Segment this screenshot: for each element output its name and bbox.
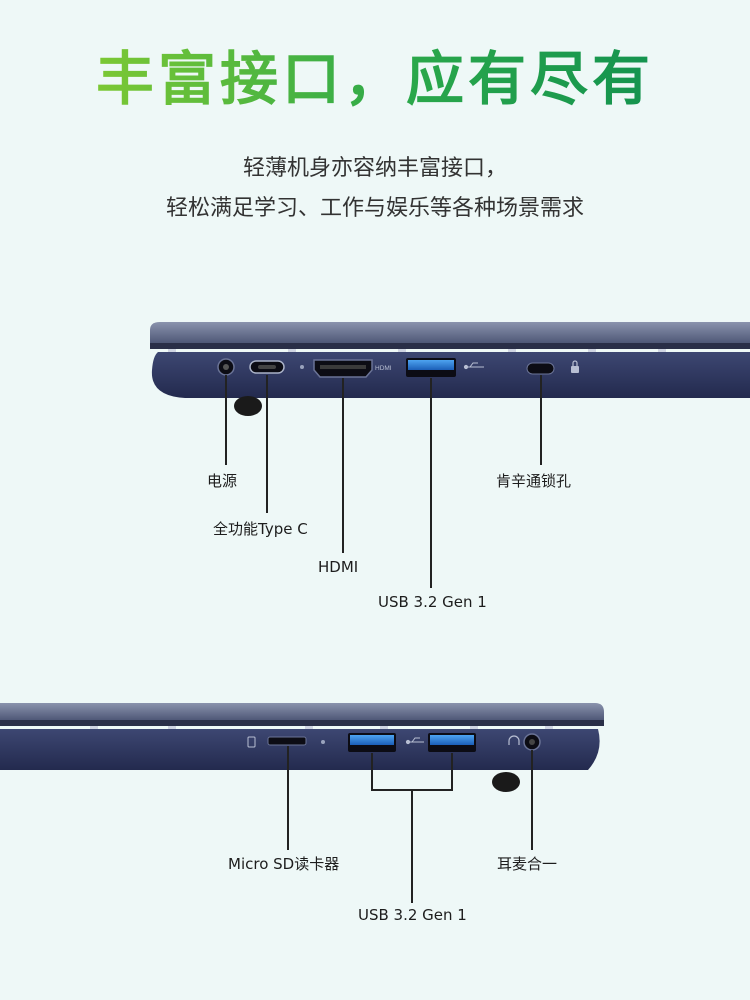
hdmi-port xyxy=(313,359,373,378)
micro-sd-slot xyxy=(267,736,307,746)
bottom-leader-lines xyxy=(287,746,533,903)
status-led xyxy=(321,740,325,744)
sd-card-icon xyxy=(247,736,256,748)
usb-a-port xyxy=(348,733,396,752)
subtitle-line-1: 轻薄机身亦容纳丰富接口， xyxy=(242,156,507,181)
hdmi-engraving: HDMI xyxy=(375,365,392,372)
label-usb-c: 全功能Type C xyxy=(213,520,308,538)
usb-a-port xyxy=(428,733,476,752)
label-audio-jack: 耳麦合一 xyxy=(497,855,558,873)
lock-icon xyxy=(571,360,579,373)
usb-a-port xyxy=(406,358,456,377)
label-usb-a-top: USB 3.2 Gen 1 xyxy=(378,593,487,611)
subtitle-line-2: 轻松满足学习、工作与娱乐等各种场景需求 xyxy=(165,196,584,221)
top-leader-lines xyxy=(225,375,542,588)
status-led xyxy=(300,365,304,369)
kensington-lock-slot xyxy=(526,362,555,375)
label-dc-power: 电源 xyxy=(207,472,238,490)
usb-c-port xyxy=(249,360,285,374)
laptop-right-side xyxy=(0,703,604,792)
audio-combo-jack xyxy=(523,733,541,751)
headphone-icon xyxy=(508,735,520,745)
label-kensington-lock: 肯辛通锁孔 xyxy=(496,472,572,490)
label-usb-a-bottom: USB 3.2 Gen 1 xyxy=(358,906,467,924)
label-micro-sd: Micro SD读卡器 xyxy=(228,855,340,873)
dc-power-port xyxy=(217,358,235,376)
label-hdmi: HDMI xyxy=(318,558,359,576)
usb-symbol-icon xyxy=(463,362,484,370)
usb-symbol-icon xyxy=(405,737,424,745)
headline: 丰富接口，应有尽有 xyxy=(95,45,654,113)
